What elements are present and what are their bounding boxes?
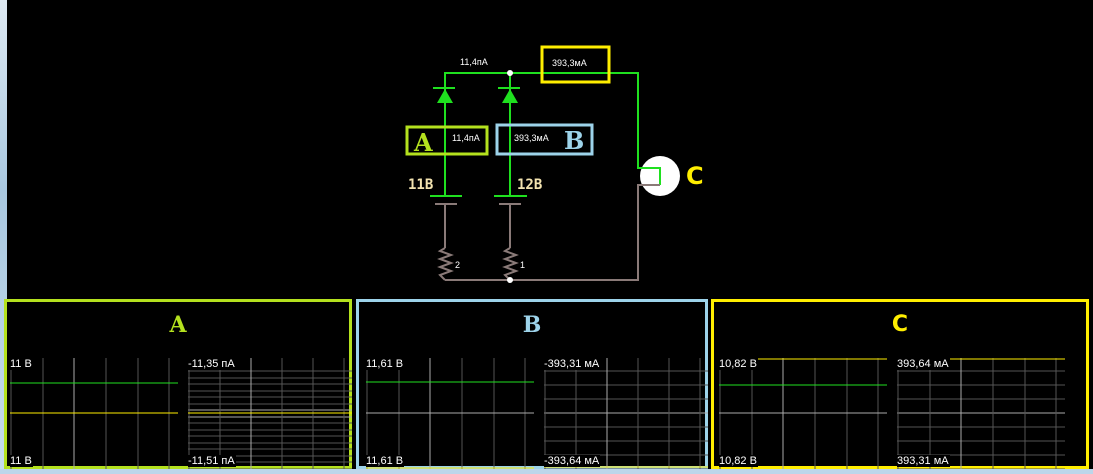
scope-b-voltage-min: 11,61 В [366, 455, 405, 467]
meter-c-box [540, 45, 611, 84]
scope-b-current-graph: -393,31 мА -393,64 мА [544, 358, 708, 470]
probe-b-box [495, 123, 594, 156]
meter-a-value: 11,4пА [452, 133, 480, 143]
junction-top [507, 70, 513, 76]
scope-c-voltage-min: 10,82 В [719, 455, 758, 467]
scope-a-voltage-min: 11 В [10, 455, 33, 467]
scope-c-current-graph: 393,64 мА 393,31 мА [897, 358, 1065, 470]
source-1-label: 11В [408, 177, 434, 193]
scope-c-current-max: 393,64 мА [897, 358, 950, 370]
scope-panel-c[interactable]: C 10,82 В 10,82 В 393,64 мА 393,31 мА [711, 299, 1089, 470]
scope-c-voltage-max: 10,82 В [719, 358, 758, 370]
window-bottom-edge [0, 469, 1093, 474]
wire-bottom [445, 184, 660, 281]
circuit-canvas[interactable] [0, 0, 1093, 300]
scope-c-voltage-graph: 10,82 В 10,82 В [719, 358, 887, 470]
diode-b-icon [502, 89, 518, 103]
probe-b-letter: B [564, 126, 585, 155]
probe-a-letter: A [414, 128, 433, 157]
scope-panel-b[interactable]: B 11,61 В 11,61 В -393,31 мА -393,64 мА [356, 299, 708, 470]
scope-c-current-min: 393,31 мА [897, 455, 950, 467]
scope-a-current-max: -11,35 пА [188, 358, 236, 370]
scope-b-voltage-graph: 11,61 В 11,61 В [366, 358, 534, 470]
window-edge [0, 0, 7, 474]
meter-c-value: 393,3мА [552, 58, 587, 68]
scope-c-title: C [891, 312, 909, 337]
scope-a-current-min: -11,51 пА [188, 455, 236, 467]
wire-top [444, 72, 661, 186]
scope-b-current-min: -393,64 мА [544, 455, 601, 467]
resistor-2-label: 2 [455, 260, 461, 270]
probe-a-box [405, 125, 489, 156]
resistor-1-icon [502, 247, 519, 281]
top-current-label: 11,4пА [460, 57, 488, 67]
diode-a-icon [437, 89, 453, 103]
scope-a-current-graph: -11,35 пА -11,51 пА [188, 358, 352, 470]
scope-b-current-max: -393,31 мА [544, 358, 601, 370]
scope-b-voltage-max: 11,61 В [366, 358, 405, 370]
scope-a-voltage-max: 11 В [10, 358, 33, 370]
source-2-label: 12В [517, 177, 543, 193]
resistor-2-icon [437, 247, 454, 281]
scope-b-title: B [522, 312, 542, 338]
scope-a-voltage-graph: 11 В 11 В [10, 358, 178, 470]
meter-b-value: 393,3мА [514, 133, 549, 143]
resistor-1-label: 1 [520, 260, 526, 270]
probe-c-letter: C [686, 162, 704, 190]
scope-panel-a[interactable]: A 11 В 11 В -11,35 пА -11,51 пА [4, 299, 352, 470]
scope-a-title: A [169, 312, 187, 338]
junction-bottom [507, 277, 513, 283]
